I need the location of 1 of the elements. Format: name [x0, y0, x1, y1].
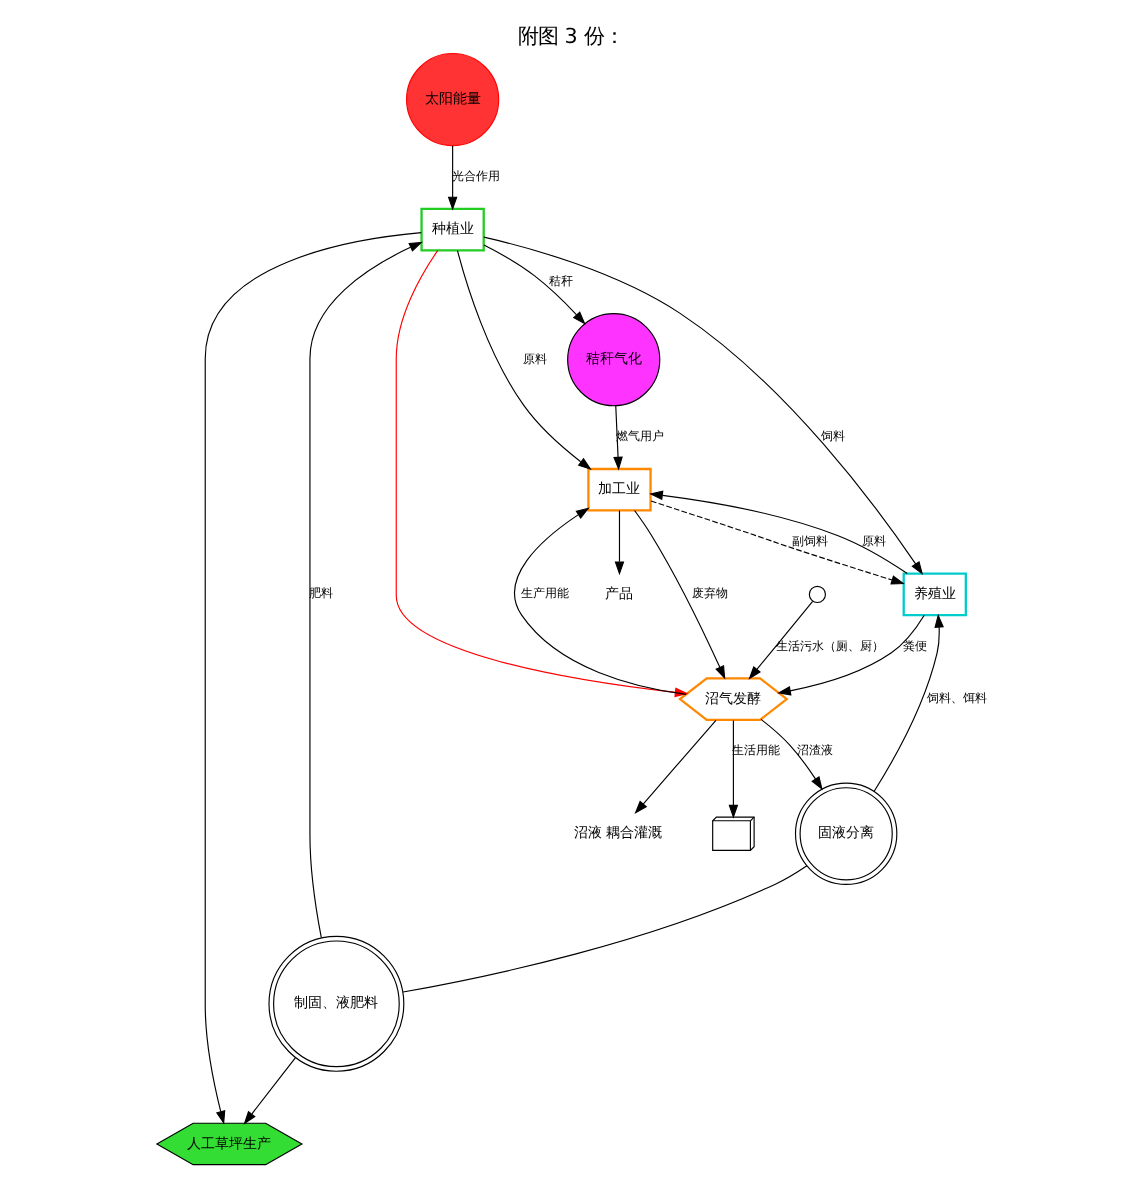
- diagram-title: 附图 3 份：: [517, 24, 625, 49]
